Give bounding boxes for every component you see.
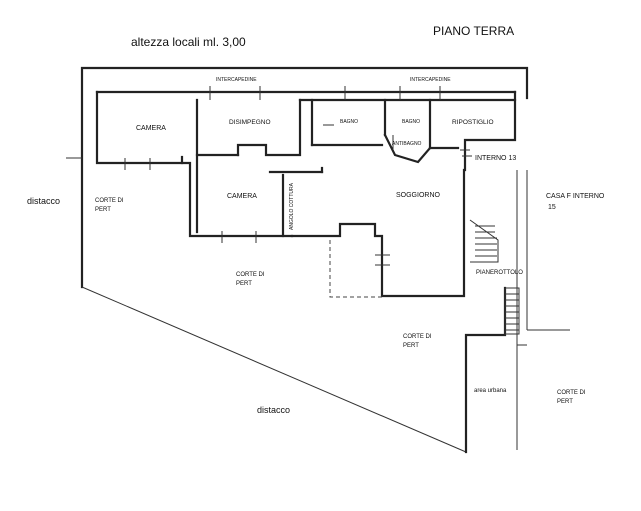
room-label-soggiorno: SOGGIORNO — [396, 192, 441, 199]
floor-title: PIANO TERRA — [433, 24, 515, 38]
label-corte-right-line1: CORTE DI — [557, 390, 586, 396]
stairs — [469, 219, 520, 335]
label-corte-left-line1: CORTE DI — [95, 198, 124, 204]
label-pianerottolo: PIANEROTTOLO — [476, 270, 523, 276]
label-casa-interno: CASA F INTERNO — [546, 193, 605, 200]
label-area-urbana: area urbana — [474, 388, 507, 394]
openings — [124, 86, 527, 346]
room-label-antibagno: ANTIBAGNO — [392, 141, 422, 147]
room-label-bagno-2: BAGNO — [402, 119, 420, 125]
intercapedine-right-label: INTERCAPEDINE — [410, 77, 451, 83]
label-casa-interno-number: 15 — [548, 204, 556, 211]
label-corte-low-line1: CORTE DI — [403, 334, 432, 340]
room-label-camera-1: CAMERA — [136, 125, 166, 132]
room-label-disimpegno: DISIMPEGNO — [229, 119, 271, 126]
label-interno-13: INTERNO 13 — [475, 155, 516, 162]
room-label-ripostiglio: RIPOSTIGLIO — [452, 119, 494, 126]
label-corte-right-line2: PERT — [557, 399, 573, 405]
label-corte-mid-line1: CORTE DI — [236, 272, 265, 278]
room-label-angolo-cottura: ANGOLO COTTURA — [289, 182, 295, 230]
label-distacco-left: distacco — [27, 196, 60, 206]
intercapedine-left-label: INTERCAPEDINE — [216, 77, 257, 83]
room-label-camera-2: CAMERA — [227, 193, 257, 200]
height-note: altezza locali ml. 3,00 — [131, 35, 246, 49]
room-label-bagno-1: BAGNO — [340, 119, 358, 125]
label-distacco-bottom: distacco — [257, 405, 290, 415]
building-walls — [95, 90, 517, 298]
label-corte-low-line2: PERT — [403, 343, 419, 349]
label-corte-left-line2: PERT — [95, 207, 111, 213]
label-corte-mid-line2: PERT — [236, 281, 252, 287]
